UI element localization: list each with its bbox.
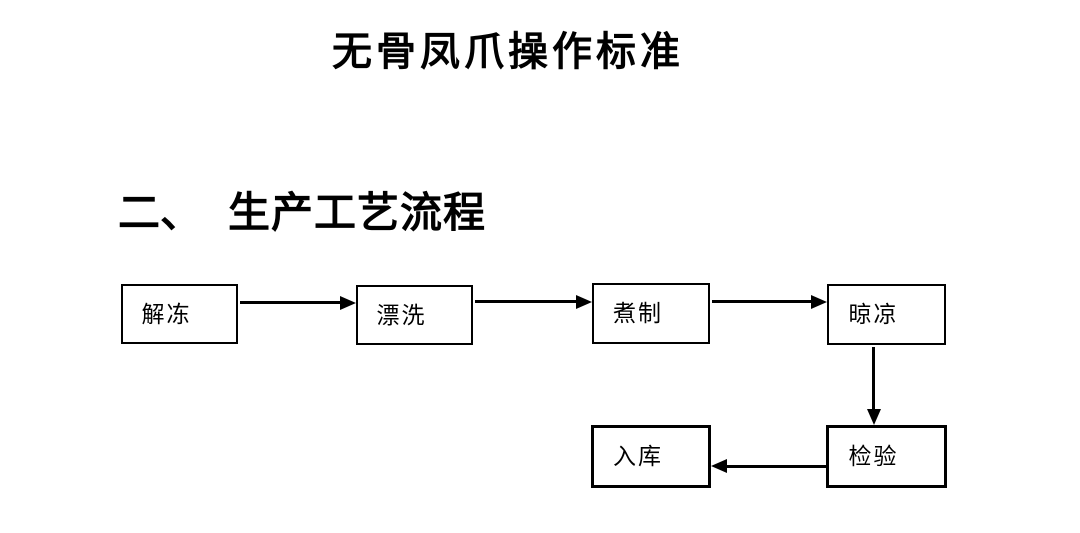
flow-node-label: 晾凉 bbox=[848, 302, 899, 327]
arrow-line bbox=[872, 347, 875, 411]
flow-node-label: 检验 bbox=[848, 444, 899, 469]
flow-node-cool: 晾凉 bbox=[827, 284, 946, 345]
section-heading: 二、生产工艺流程 bbox=[118, 190, 486, 238]
flow-node-label: 煮制 bbox=[613, 301, 663, 326]
flow-node-thaw: 解冻 bbox=[121, 284, 238, 344]
document-title: 无骨凤爪操作标准 bbox=[332, 30, 684, 74]
arrow-right-icon bbox=[576, 295, 592, 309]
arrow-line bbox=[475, 300, 578, 303]
flow-node-warehouse: 入库 bbox=[591, 425, 711, 488]
section-title: 生产工艺流程 bbox=[228, 191, 487, 237]
arrow-line bbox=[240, 301, 342, 304]
arrow-line bbox=[727, 465, 827, 468]
flow-node-label: 漂洗 bbox=[376, 302, 427, 328]
arrow-down-icon bbox=[867, 409, 881, 425]
arrow-right-icon bbox=[340, 296, 356, 310]
flow-node-rinse: 漂洗 bbox=[356, 285, 473, 345]
flow-node-label: 入库 bbox=[613, 444, 663, 469]
flow-node-label: 解冻 bbox=[141, 301, 192, 327]
arrow-line bbox=[712, 300, 813, 303]
arrow-right-icon bbox=[811, 295, 827, 309]
flow-node-inspect: 检验 bbox=[826, 425, 947, 488]
section-number: 二、 bbox=[118, 191, 203, 237]
flow-node-boil: 煮制 bbox=[592, 283, 710, 344]
arrow-left-icon bbox=[711, 459, 727, 473]
